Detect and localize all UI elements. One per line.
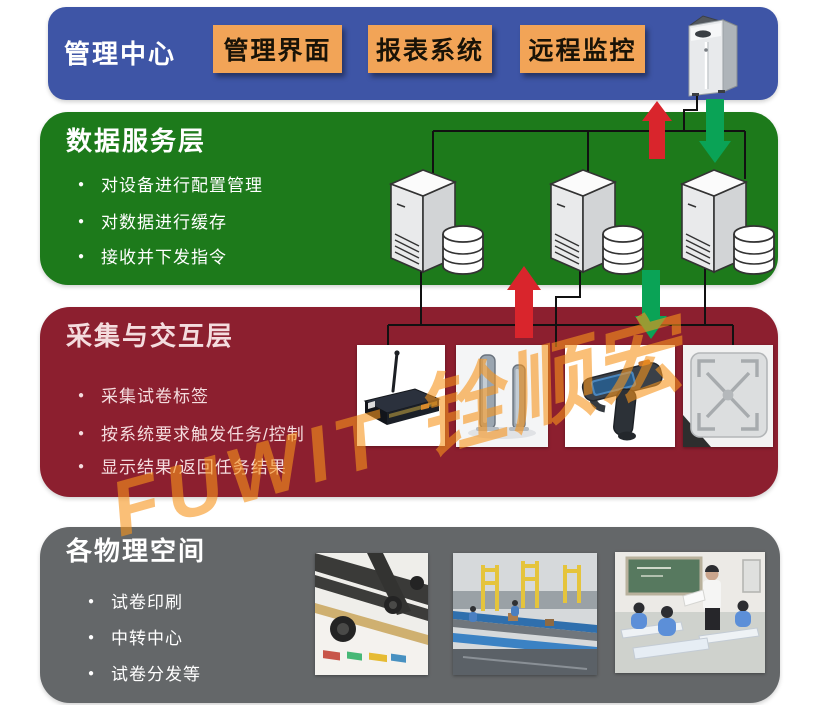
bullet-text: 试卷分发等 xyxy=(111,665,202,684)
physical-title: 各物理空间 xyxy=(66,536,207,566)
collection-bullet: 按系统要求触发任务/控制 xyxy=(78,420,305,445)
server-database-icon xyxy=(679,168,776,283)
remote-monitor-button: 远程监控 xyxy=(520,25,645,73)
management-title: 管理中心 xyxy=(64,39,177,69)
data-service-bullet: 对设备进行配置管理 xyxy=(78,171,263,196)
bullet-text: 试卷印刷 xyxy=(111,593,184,612)
server-database-icon xyxy=(548,168,645,283)
data-service-bullet: 接收并下发指令 xyxy=(78,243,227,268)
bullet-text: 显示结果/返回任务结果 xyxy=(101,458,287,477)
management-ui-button: 管理界面 xyxy=(213,25,342,73)
physical-bullet: 试卷印刷 xyxy=(88,588,183,613)
bullet-text: 对数据进行缓存 xyxy=(101,213,228,232)
rfid-fixed-reader-photo xyxy=(357,345,445,446)
pc-tower-icon xyxy=(675,4,747,102)
collection-bullet: 显示结果/返回任务结果 xyxy=(78,453,287,478)
bullet-text: 对设备进行配置管理 xyxy=(101,176,264,195)
collection-title: 采集与交互层 xyxy=(66,321,235,351)
sorting-center-photo xyxy=(453,553,597,675)
collection-bullet: 采集试卷标签 xyxy=(78,382,209,407)
report-system-button: 报表系统 xyxy=(368,25,492,73)
bullet-text: 接收并下发指令 xyxy=(101,248,228,267)
rfid-antenna-panel-photo xyxy=(683,345,773,447)
server-database-icon xyxy=(388,168,485,283)
classroom-photo xyxy=(615,552,765,673)
physical-bullet: 中转中心 xyxy=(88,624,183,649)
data-service-bullet: 对数据进行缓存 xyxy=(78,208,227,233)
rfid-gate-antennas-photo xyxy=(456,345,548,447)
physical-bullet: 试卷分发等 xyxy=(88,660,201,685)
rfid-handheld-reader-photo xyxy=(565,345,675,447)
printing-press-photo xyxy=(315,553,428,675)
bullet-text: 采集试卷标签 xyxy=(101,387,210,406)
data-service-title: 数据服务层 xyxy=(66,126,207,156)
bullet-text: 按系统要求触发任务/控制 xyxy=(101,425,305,444)
bullet-text: 中转中心 xyxy=(111,629,184,648)
